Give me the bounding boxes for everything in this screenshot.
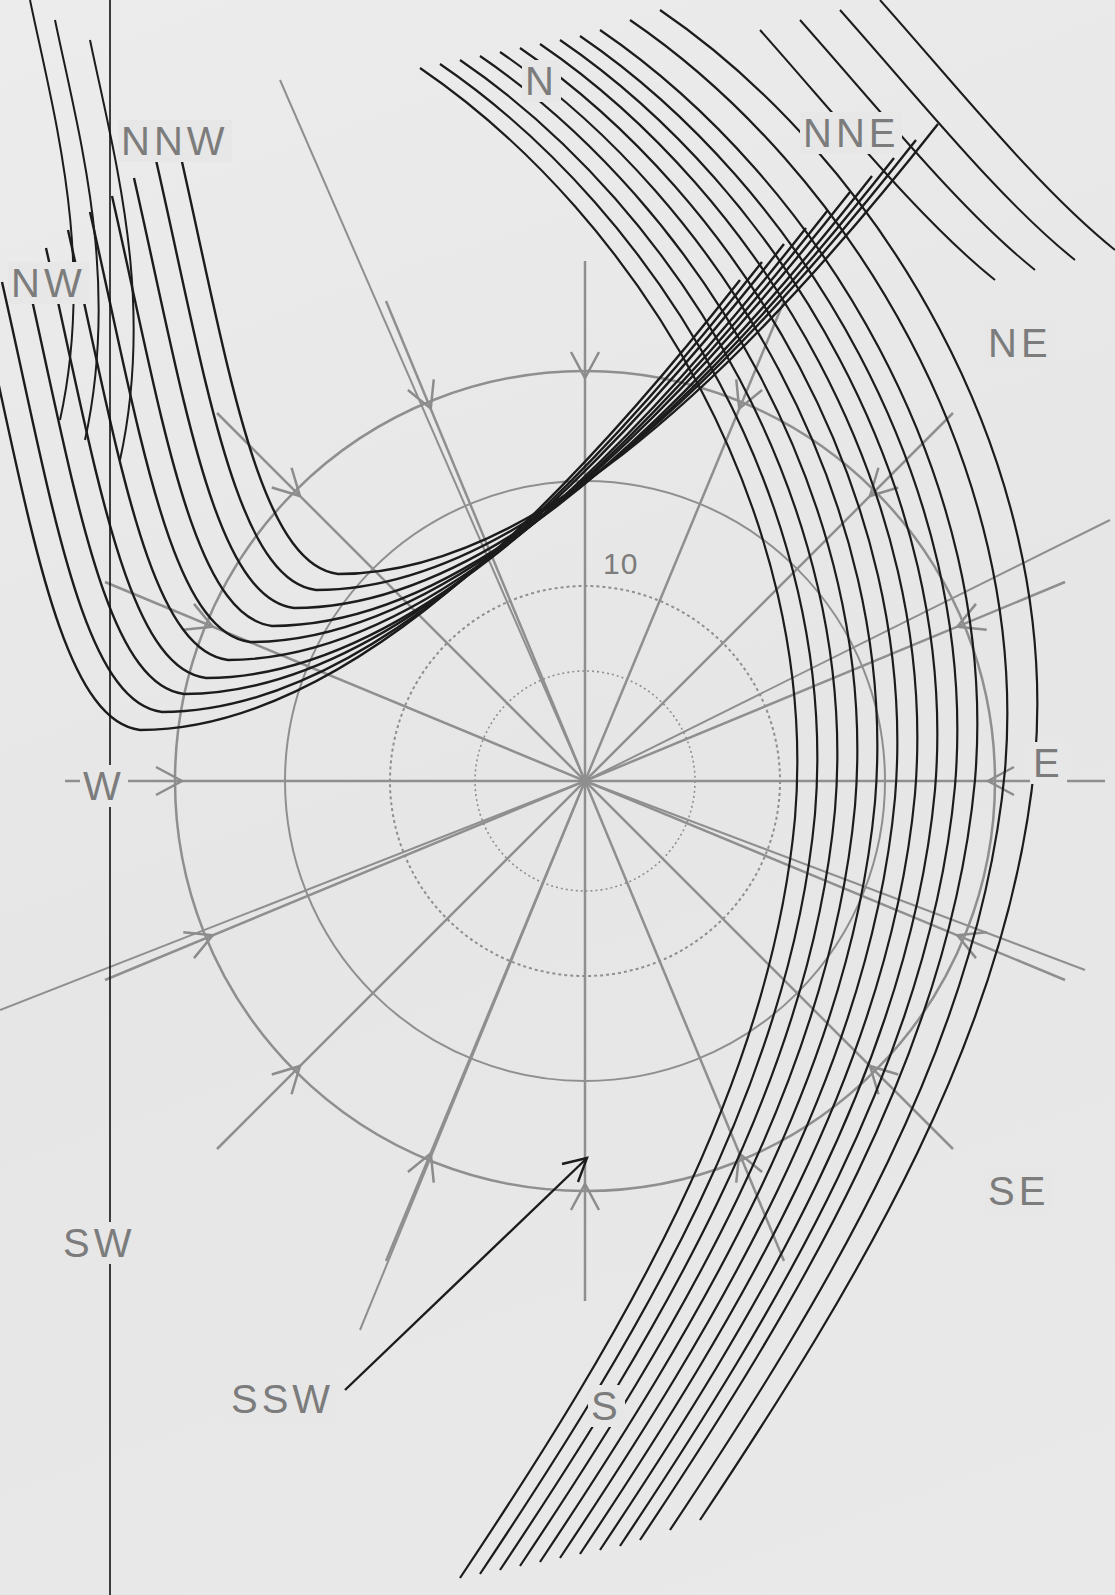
direction-label: N bbox=[522, 60, 561, 102]
direction-label: NNE bbox=[800, 112, 902, 154]
direction-label: 10 bbox=[600, 548, 641, 580]
direction-label: NNW bbox=[118, 120, 232, 162]
direction-label: SE bbox=[985, 1170, 1052, 1212]
direction-label: NE bbox=[985, 322, 1055, 364]
direction-label: NW bbox=[8, 262, 89, 304]
direction-label: SSW bbox=[228, 1378, 337, 1420]
direction-label: SW bbox=[60, 1222, 138, 1264]
direction-label: E bbox=[1030, 742, 1067, 784]
direction-label: W bbox=[80, 765, 128, 807]
compass-rose bbox=[0, 80, 1110, 1330]
direction-label: S bbox=[588, 1385, 625, 1427]
